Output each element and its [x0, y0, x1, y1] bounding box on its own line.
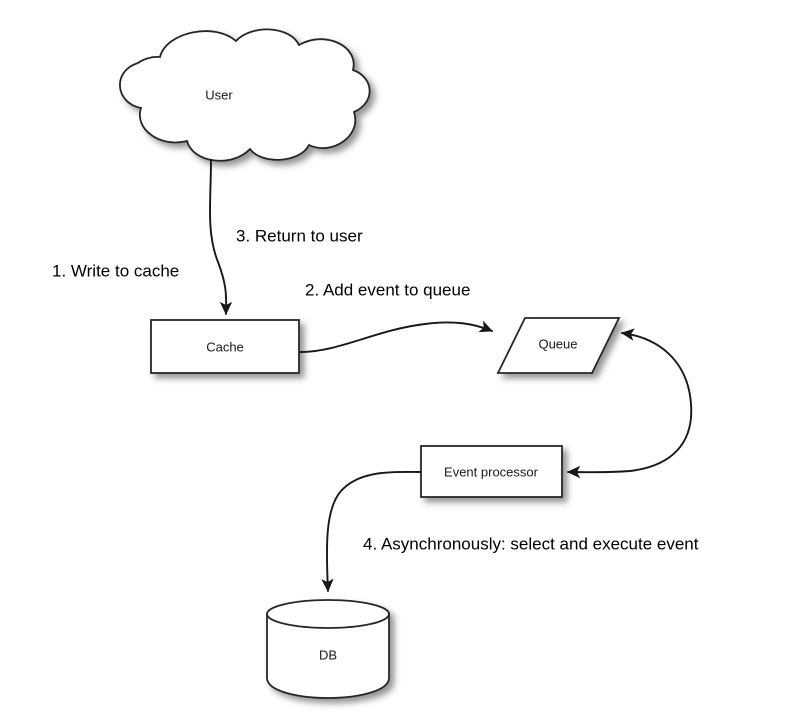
edge-label-1-write-to-cache: 1. Write to cache — [52, 261, 179, 280]
edge-label-2-add-event-to-queue: 2. Add event to queue — [305, 280, 470, 299]
node-user[interactable]: User — [119, 28, 371, 162]
node-event-processor-label: Event processor — [444, 464, 539, 479]
cloud-shape — [119, 28, 371, 162]
edge-queue-event-processor — [566, 328, 693, 479]
node-user-label: User — [205, 87, 233, 102]
edge-event-processor-to-db — [321, 471, 421, 593]
node-cache-label: Cache — [206, 339, 244, 354]
event-processor-shape — [420, 445, 563, 498]
node-db-label: DB — [319, 647, 337, 662]
node-queue-label: Queue — [538, 336, 577, 351]
cylinder-top — [266, 599, 390, 629]
cache-shape — [150, 319, 300, 374]
cylinder-body — [266, 613, 390, 699]
edge-cache-to-queue — [299, 320, 493, 353]
node-db[interactable]: DB — [266, 599, 390, 699]
node-event-processor[interactable]: Event processor — [420, 445, 563, 498]
edge-label-3-return-to-user: 3. Return to user — [236, 226, 363, 245]
node-queue[interactable]: Queue — [496, 317, 621, 374]
edge-label-4-asynchronously: 4. Asynchronously: select and execute ev… — [363, 534, 699, 553]
node-cache[interactable]: Cache — [150, 319, 300, 374]
edge-user-to-cache — [209, 159, 233, 316]
